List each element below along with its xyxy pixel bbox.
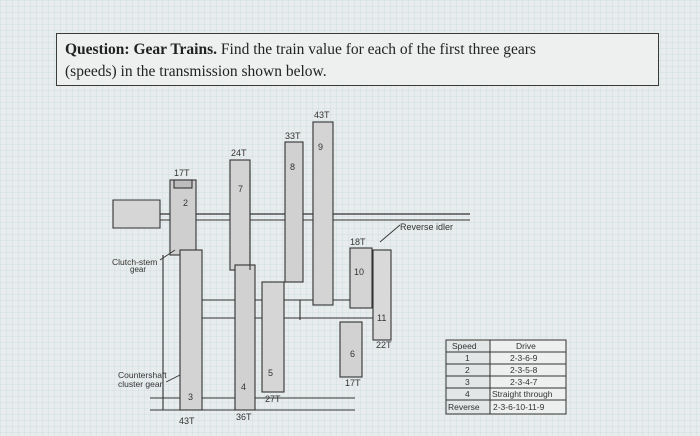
gear-number-6: 6 xyxy=(350,349,355,359)
gear-label-18t: 18T xyxy=(350,237,366,247)
table-header-speed: Speed xyxy=(452,341,477,351)
question-line-2: (speeds) in the transmission shown below… xyxy=(65,63,327,80)
gear-9 xyxy=(312,121,334,306)
gear-label-27t: 27T xyxy=(265,394,281,404)
question-box: Question: Gear Trains. Find the train va… xyxy=(56,33,659,86)
gear-11 xyxy=(372,249,392,341)
table-row-3-drive: 2-3-4-7 xyxy=(510,377,538,387)
gear-number-5: 5 xyxy=(268,368,273,378)
question-line-1: Question: Gear Trains. Find the train va… xyxy=(65,39,650,61)
question-title: Gear Trains. xyxy=(133,41,218,58)
gear-4 xyxy=(234,264,256,411)
gear-number-7: 7 xyxy=(238,184,243,194)
gear-number-4: 4 xyxy=(241,382,246,392)
gear-2 xyxy=(169,179,197,256)
question-text-1: Find the train value for each of the fir… xyxy=(220,41,536,58)
table-row-1-drive: 2-3-6-9 xyxy=(510,353,538,363)
question-label: Question: xyxy=(65,41,130,58)
gear-label-33t: 33T xyxy=(285,131,301,141)
gear-label-36t: 36T xyxy=(236,412,252,422)
table-row-4-drive: Straight through xyxy=(492,389,553,399)
clutch-stem-callout: Clutch-stem xyxy=(112,257,157,267)
gear-label-17t-low: 17T xyxy=(345,378,361,388)
gear-label-17t: 17T xyxy=(174,168,190,178)
gear-label-24t: 24T xyxy=(231,148,247,158)
gear-label-43t-top: 43T xyxy=(314,110,330,120)
table-row-3-speed: 3 xyxy=(465,377,470,387)
gear-8 xyxy=(284,141,304,283)
main-shaft xyxy=(112,199,161,229)
gear-number-2: 2 xyxy=(183,198,188,208)
gear-label-22t: 22T xyxy=(376,340,392,350)
table-row-2-speed: 2 xyxy=(465,365,470,375)
table-row-reverse-drive: 2-3-6-10-11-9 xyxy=(493,402,545,412)
reverse-idler-callout: Reverse idler xyxy=(400,222,453,232)
gear-7 xyxy=(229,159,251,271)
gear-10 xyxy=(349,247,373,309)
table-row-4-speed: 4 xyxy=(465,389,470,399)
table-row-2-drive: 2-3-5-8 xyxy=(510,365,538,375)
table-row-reverse-speed: Reverse xyxy=(448,402,480,412)
gear-number-9: 9 xyxy=(318,142,323,152)
gear-6 xyxy=(339,321,363,378)
drive-table: Speed Drive 1 2-3-6-9 2 2-3-5-8 3 2-3-4-… xyxy=(445,339,567,415)
table-header-drive: Drive xyxy=(516,341,536,351)
gear-5 xyxy=(261,281,285,393)
countershaft-callout-2: cluster gear xyxy=(118,379,163,389)
gear-label-43t-bottom: 43T xyxy=(179,416,195,426)
clutch-stem-callout-2: gear xyxy=(130,265,146,274)
gear-number-3: 3 xyxy=(188,392,193,402)
table-row-1-speed: 1 xyxy=(465,353,470,363)
gear-number-10: 10 xyxy=(354,267,364,277)
gear-number-8: 8 xyxy=(290,162,295,172)
gear-3 xyxy=(179,249,203,411)
countershaft-callout: Countershaft xyxy=(118,370,167,380)
gear-number-11: 11 xyxy=(377,313,386,323)
